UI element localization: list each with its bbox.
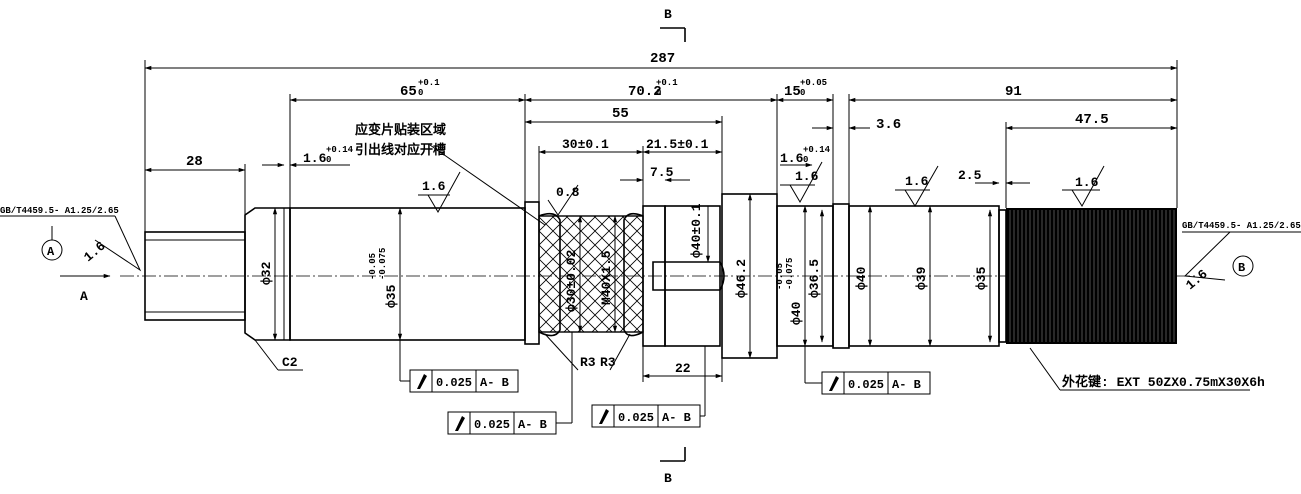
note-chamfer: C2 [282,355,298,370]
dia-40-pin: ф40±0.1 [689,203,704,258]
dim-1-6a-tol: +0.14 [326,145,354,155]
dim-1-6b-tol-low: 0 [803,155,808,165]
note-strain-line1: 应变片贴装区域 [355,122,446,138]
roughness-r4: 1.6 [905,174,929,189]
dim-65: 65 [400,84,417,100]
dia-46: ф46.2 [734,259,749,298]
dim-1-6a-tol-low: 0 [326,155,331,165]
dim-7-5: 7.5 [650,165,674,180]
tol2-datum: A- B [518,418,547,432]
dimension-lines [144,60,1178,382]
dia-35b: ф35 [974,266,989,290]
section-label-bottom: B [664,471,672,486]
dia-40c: ф40 [854,266,869,290]
dim-overall: 287 [650,51,675,67]
tol4-datum: A- B [892,378,921,392]
section-mark-bottom: B [660,447,686,486]
thread-m40: M40X1.5 [599,250,614,305]
dim-1-6b-tol: +0.14 [803,145,831,155]
tolerance-frame-4: 0.025 A- B [804,346,931,395]
dim-28: 28 [186,154,203,170]
roughness-right: 1.6 [1183,266,1211,293]
datum-right-std: GB/T4459.5- A1.25/2.65 [1182,221,1301,231]
tolerance-frame-3: 0.025 A- B [591,346,706,428]
dim-55: 55 [612,106,629,122]
section-label-top: B [664,7,672,22]
dia-40b-tol-hi: -0.05 [775,263,785,290]
dim-1-6b: 1.6 [780,151,804,166]
tol4-value: 0.025 [848,378,884,392]
dia-40b-tol-lo: -0.075 [785,258,795,290]
note-spline: 外花键: EXT 50ZX0.75mX30X6h [1061,374,1265,390]
dim-65-tol-low: 0 [418,88,423,98]
notes: 应变片贴装区域 引出线对应开槽 C2 R3 R3 外花键: EXT 50ZX0.… [254,122,1265,391]
tol2-value: 0.025 [474,418,510,432]
roughness-r3: 1.6 [795,169,819,184]
note-r3b: R3 [600,355,616,370]
dim-47-5: 47.5 [1075,112,1109,128]
dim-70: 70.2 [628,84,662,100]
dim-15-tol-low: 0 [800,88,805,98]
roughness-left: 1.6 [81,238,109,265]
roughness-r2: 0.8 [556,185,580,200]
dia-32: ф32 [259,261,274,285]
dim-1-6a: 1.6 [303,151,327,166]
dim-3-6: 3.6 [876,117,901,133]
note-r3a: R3 [580,355,596,370]
dia-40b: ф40 [789,301,804,325]
dia-35-tol-lo: -0.075 [378,248,388,280]
tol1-value: 0.025 [436,376,472,390]
note-strain-line2: 引出线对应开槽 [355,142,446,158]
diameter-texts: ф32 ф35 -0.05 -0.075 ф30±0.02 M40X1.5 ф4… [259,203,989,325]
dim-22: 22 [675,361,691,376]
dim-30: 30±0.1 [562,137,609,152]
dia-39: ф39 [914,266,929,290]
datum-left-std: GB/T4459.5- A1.25/2.65 [0,206,119,216]
datum-b: B [1238,261,1245,275]
dia-35-tol-hi: -0.05 [368,253,378,280]
roughness-r5: 1.6 [1075,175,1099,190]
dim-21-5: 21.5±0.1 [646,137,709,152]
dia-36: ф36.5 [807,259,822,298]
tol3-datum: A- B [662,411,691,425]
datums: GB/T4459.5- A1.25/2.65 A A GB/T4459.5- A… [0,206,1301,304]
shaft-outline [144,193,1007,359]
tol1-datum: A- B [480,376,509,390]
dia-35: ф35 [384,284,399,308]
section-mark-top: B [660,7,686,42]
dim-65-tol: +0.1 [418,78,440,88]
dim-70-tol-low: 0 [656,88,661,98]
tol3-value: 0.025 [618,411,654,425]
dim-15-tol: +0.05 [800,78,827,88]
tolerance-frame-2: 0.025 A- B [447,332,573,435]
dia-30: ф30±0.02 [564,249,579,312]
roughness-r1: 1.6 [422,179,446,194]
dimension-texts: 287 65 +0.1 0 70.2 +0.1 0 15 +0.05 0 91 … [186,51,1109,376]
dim-15: 15 [784,84,801,100]
dim-2-5: 2.5 [958,168,982,183]
view-arrow-a: A [80,289,88,304]
dim-91: 91 [1005,84,1022,100]
tolerance-frame-1: 0.025 A- B [399,340,519,393]
dim-70-tol: +0.1 [656,78,678,88]
spline-section [1006,208,1177,344]
datum-a: A [47,245,55,259]
